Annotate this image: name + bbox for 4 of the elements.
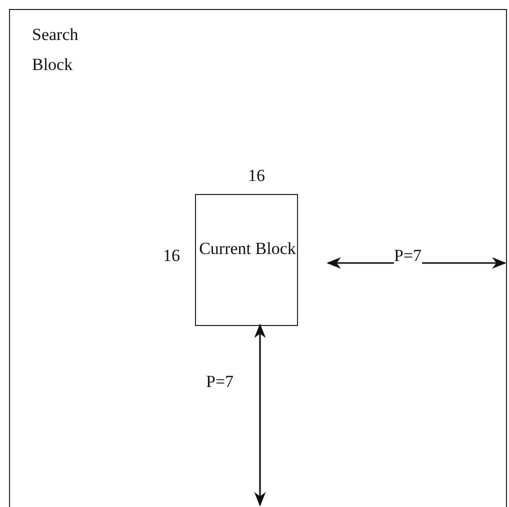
outer-region-box [9,9,507,507]
block-label: Current Block [198,238,297,260]
block-box [195,194,298,326]
block-label: Search Block [32,24,80,76]
